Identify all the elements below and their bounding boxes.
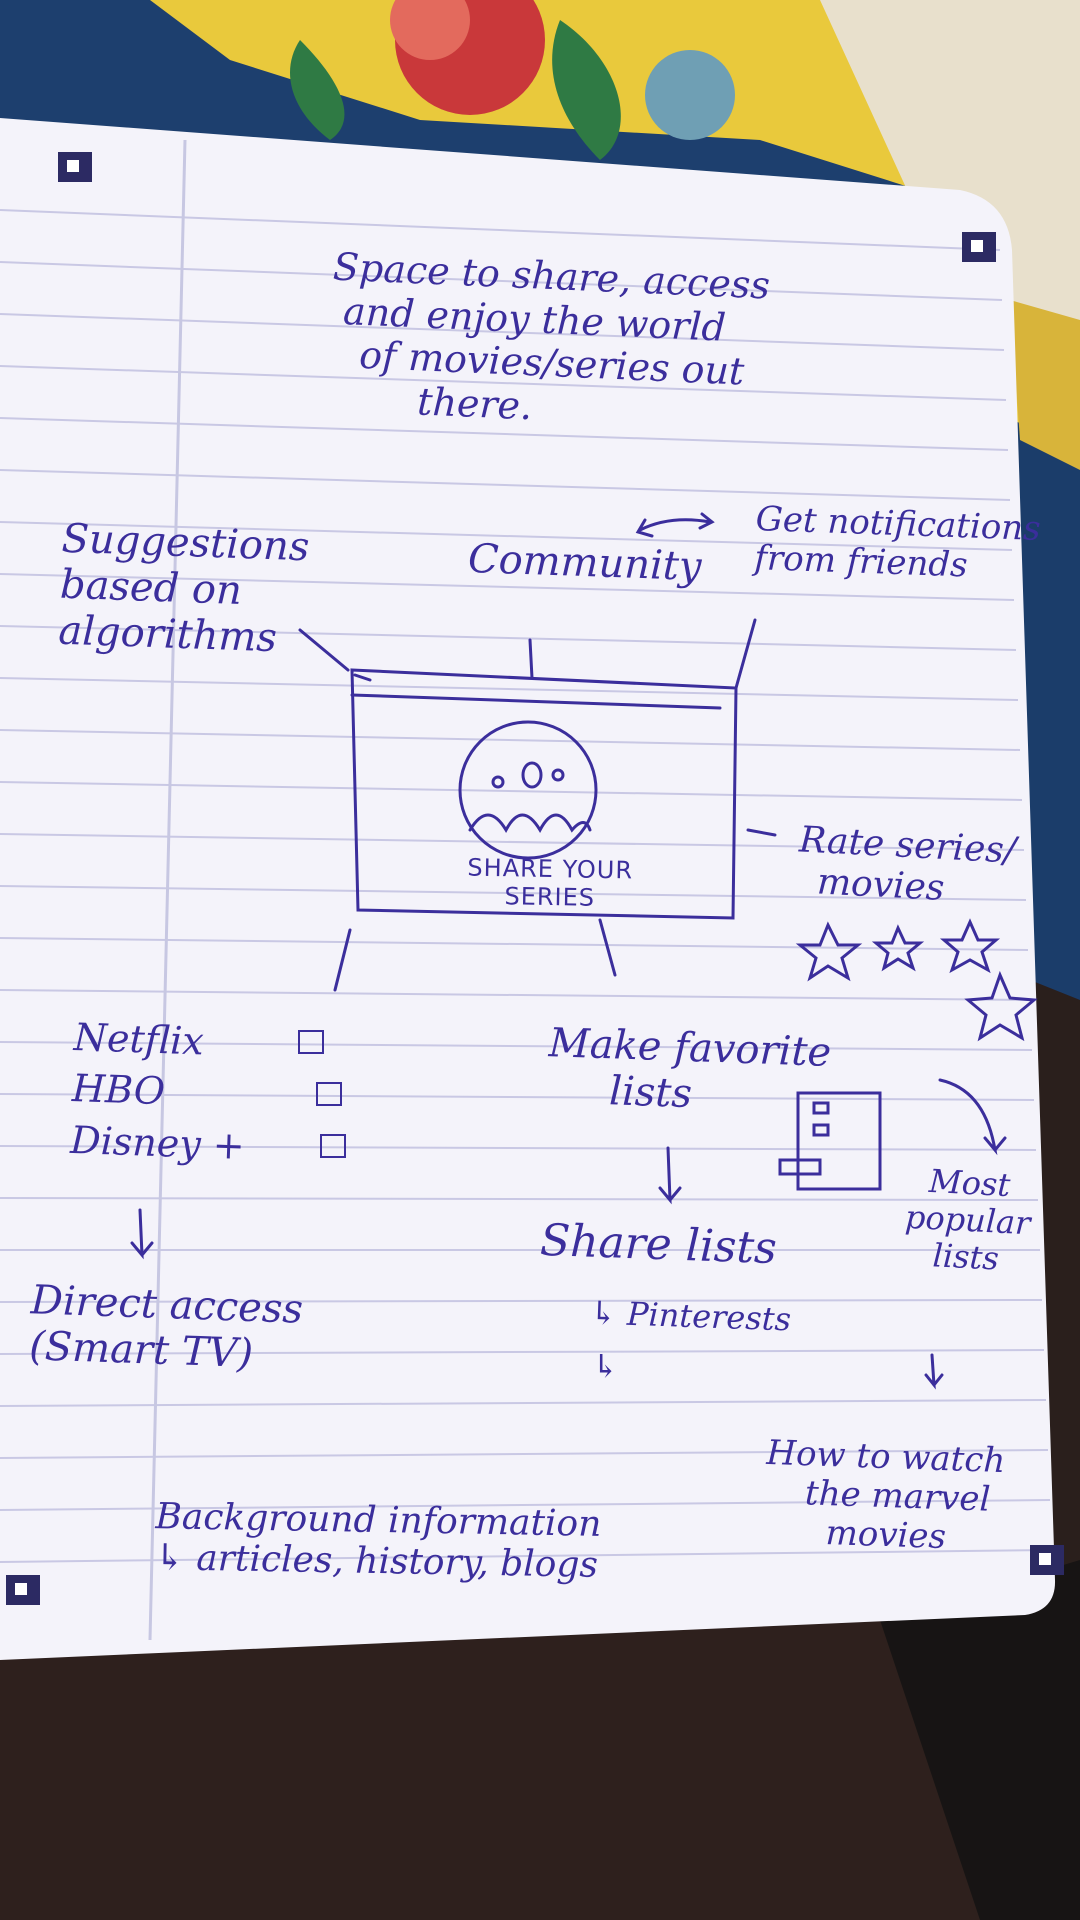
blank-arrow-note: ↳ — [592, 1347, 619, 1385]
corner-marker-bottom-left — [6, 1575, 40, 1605]
services-note: Netflix HBO Disney + — [69, 1012, 249, 1172]
suggestions-note: Suggestions based on algorithms — [58, 516, 310, 663]
direct-access-line: (Smart TV) — [28, 1323, 254, 1378]
marvel-line: How to watch — [765, 1432, 1006, 1482]
share-lists-note: Share lists — [539, 1214, 778, 1275]
popular-note: Most popular lists — [902, 1162, 1033, 1279]
leaf-1 — [552, 20, 621, 160]
corner-marker-top-left — [58, 152, 92, 182]
ruled-lines — [0, 209, 1053, 1563]
title-note: Space to share, access and enjoy the wor… — [326, 245, 771, 440]
flower-red-2 — [390, 0, 470, 60]
corner-marker-bottom-right — [1030, 1545, 1064, 1575]
dark-bag — [880, 1560, 1080, 1920]
screen-label: SHARE YOUR SERIES — [445, 853, 656, 913]
notifications-note: Get notifications from friends — [754, 499, 1042, 588]
corner-marker-top-right — [962, 232, 996, 262]
service-hbo: HBO — [71, 1066, 166, 1114]
community-note: Community — [467, 535, 703, 591]
background-info-line: ↳ articles, history, blogs — [154, 1537, 599, 1587]
direct-access-note: Direct access (Smart TV) — [28, 1277, 303, 1378]
marvel-note: How to watch the marvel movies — [763, 1432, 1006, 1560]
disney-checkbox — [320, 1134, 346, 1158]
flower-blue — [645, 50, 735, 140]
rate-note: Rate series/ movies — [796, 819, 1017, 913]
marvel-line: movies — [824, 1513, 947, 1558]
hbo-checkbox — [316, 1082, 342, 1106]
background-info-note: Background information ↳ articles, histo… — [154, 1496, 601, 1587]
favorite-line: lists — [608, 1068, 693, 1118]
screen-label-line: SHARE YOUR — [467, 853, 634, 885]
pinterest-note: ↳ Pinterests — [589, 1293, 792, 1339]
screen-label-line: SERIES — [504, 882, 596, 912]
right-floral-strip — [1010, 300, 1080, 470]
suggestions-line: algorithms — [57, 607, 278, 662]
notebook-page — [0, 118, 1056, 1660]
screen-sketch — [130, 512, 1038, 1390]
favorite-note: Make favorite lists — [546, 1020, 832, 1122]
netflix-checkbox — [298, 1030, 324, 1054]
favorite-line: Make favorite — [548, 1020, 832, 1076]
leaf-2 — [290, 40, 345, 140]
floral-fabric — [150, 0, 1080, 560]
service-disney: Disney + — [69, 1117, 246, 1168]
service-netflix: Netflix — [73, 1015, 205, 1064]
popular-line: lists — [931, 1235, 1000, 1278]
popular-line: popular — [904, 1197, 1032, 1243]
margin-line — [148, 139, 187, 1641]
beige-card — [820, 0, 1080, 360]
